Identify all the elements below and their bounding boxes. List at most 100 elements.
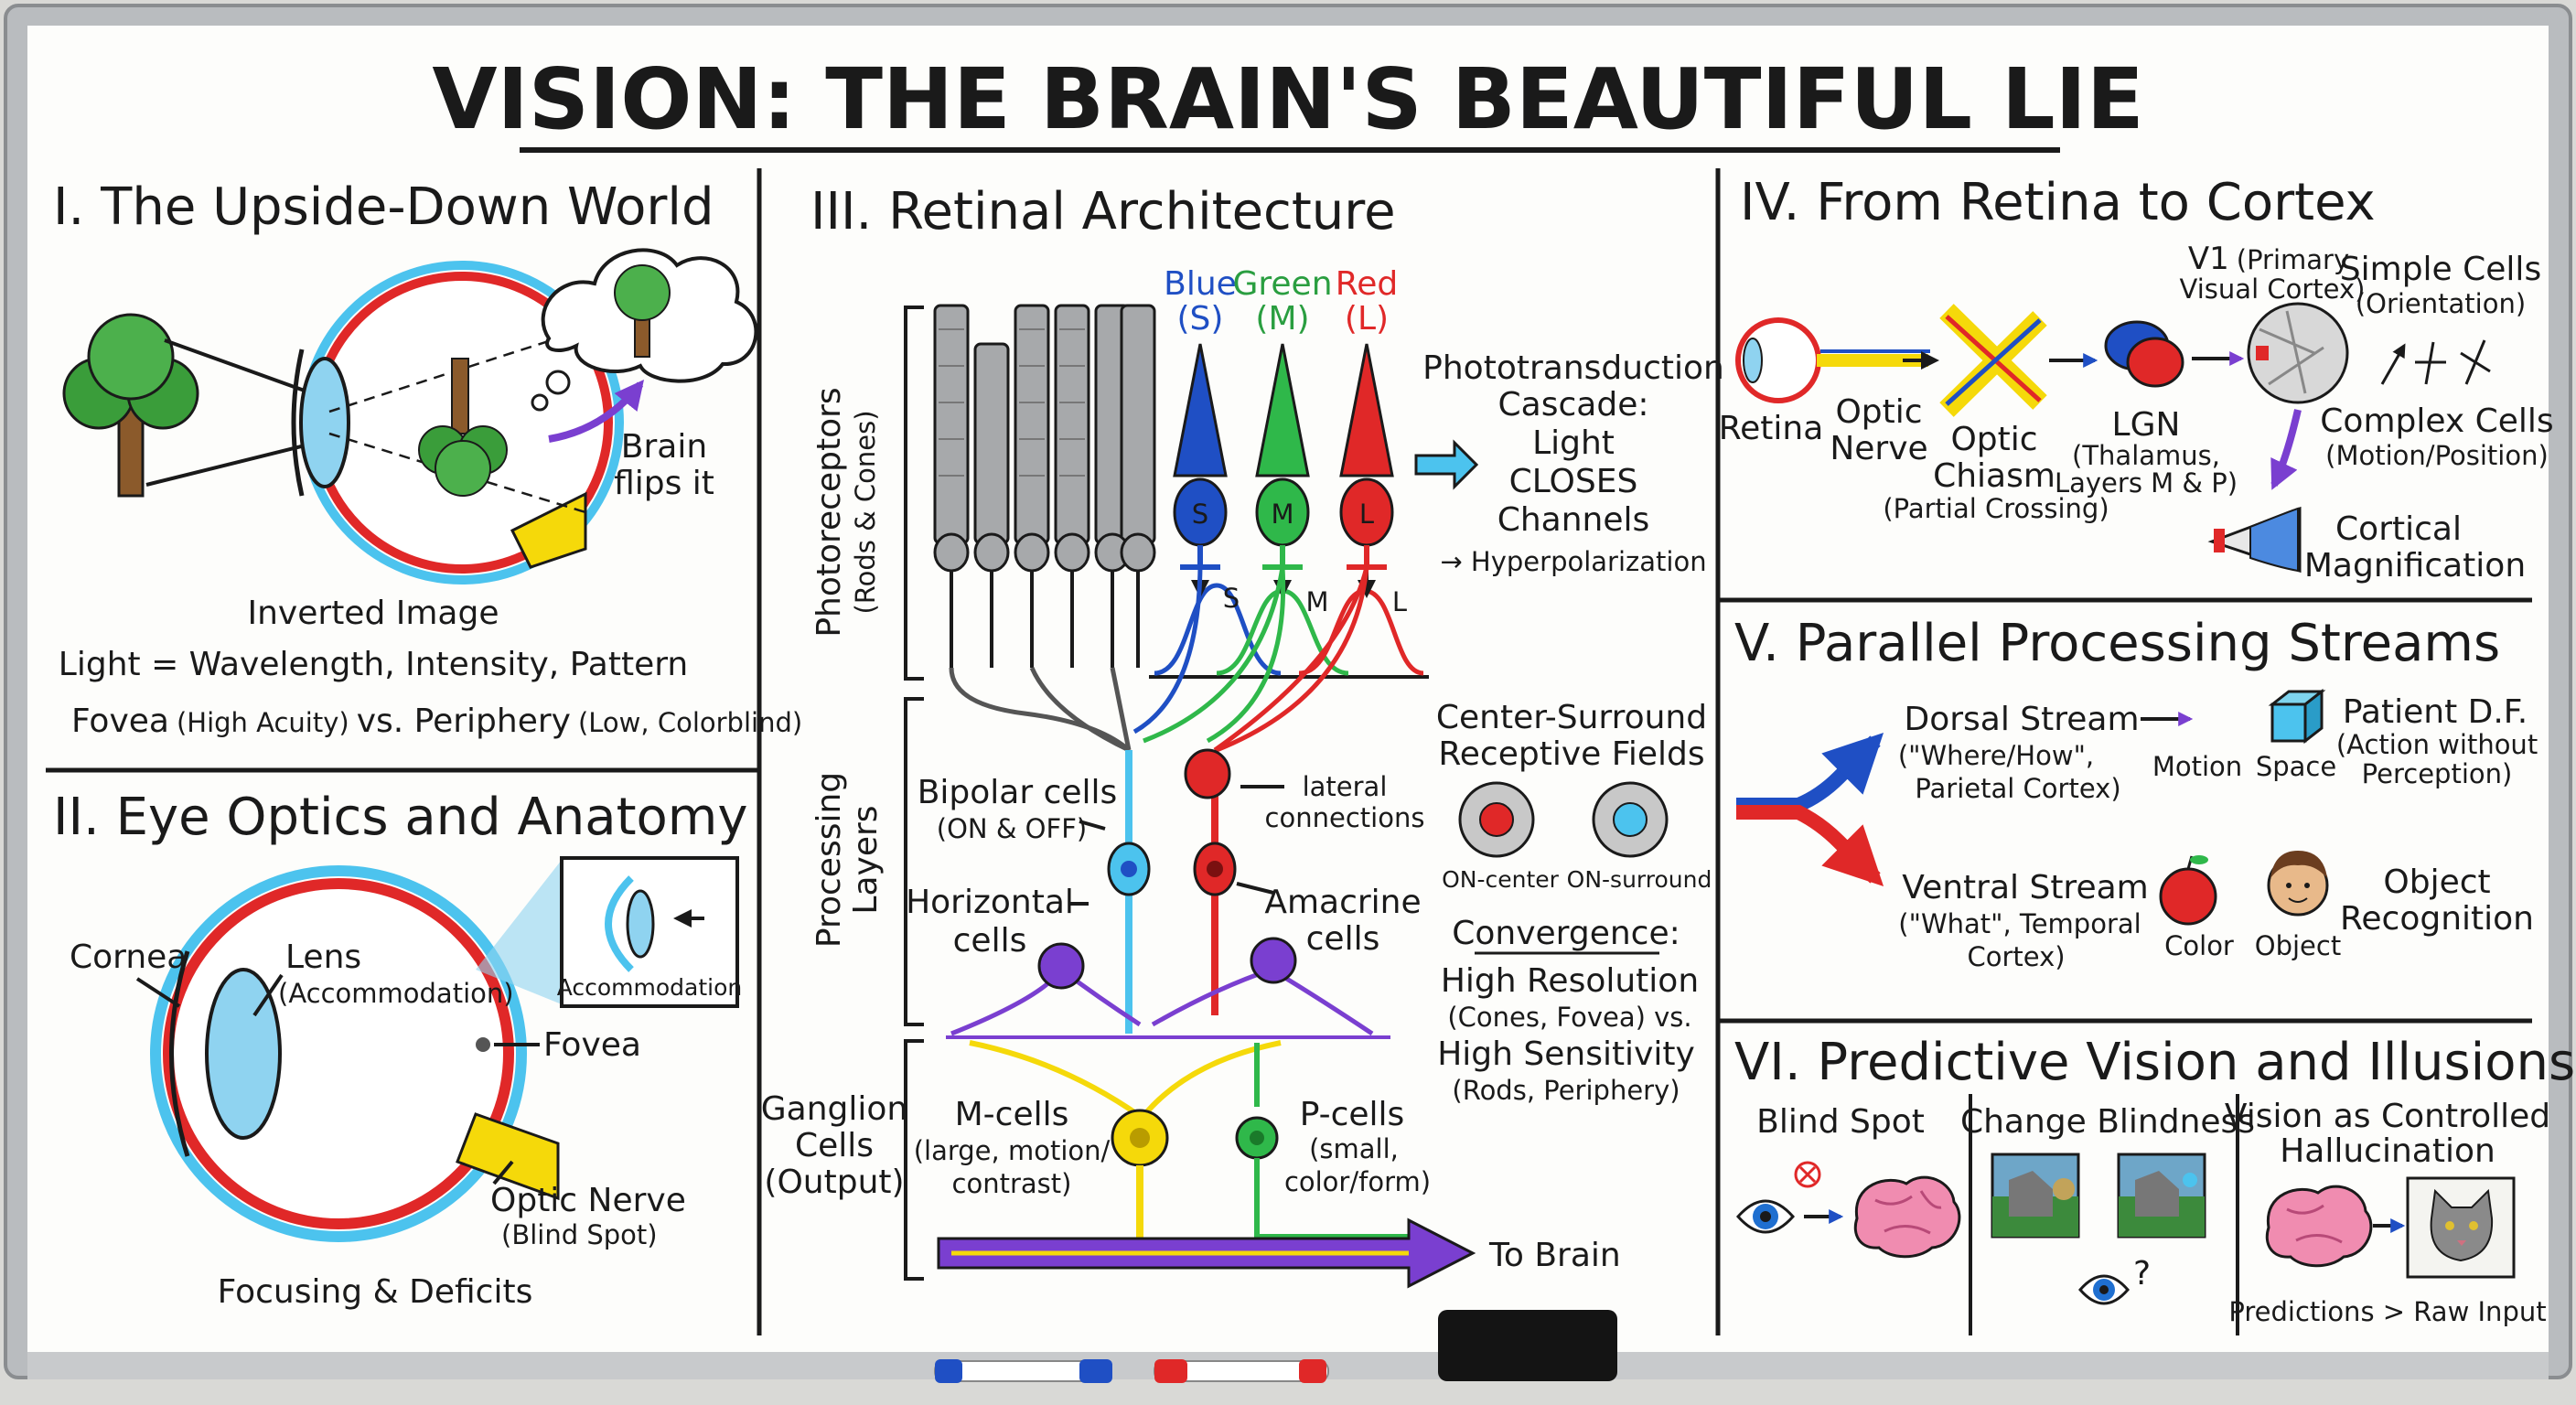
optic-nerve-label: Optic (1835, 393, 1922, 431)
retina-label: Retina (1719, 410, 1824, 447)
on-surround-label: ON-surround (1567, 866, 1712, 893)
lgn-sub-label-2: Layers M & P) (2055, 467, 2238, 499)
blue-marker (934, 1359, 1112, 1383)
p-cells-sub-1: (small, (1309, 1133, 1399, 1164)
blocked-icon (1794, 1161, 1821, 1188)
m-cells-sub-1: (large, motion/ (914, 1135, 1111, 1166)
patient-df-label: Patient D.F. (2343, 693, 2528, 731)
cone-red-name: Red (1336, 265, 1398, 303)
lateral-label: lateral (1303, 771, 1388, 802)
m-cells-label: M-cells (955, 1096, 1069, 1133)
ventral-stream-sub-2: Cortex) (1967, 941, 2065, 972)
section-footer: Focusing & Deficits (218, 1273, 533, 1311)
amacrine-cell (1250, 937, 1297, 984)
chiasm-sub-label: (Partial Crossing) (1883, 493, 2109, 524)
scene-a-image (1991, 1153, 2080, 1239)
horizontal-label-2: cells (953, 922, 1027, 960)
brain-flips-label-2: flips it (614, 465, 714, 502)
convergence-label: Convergence: (1452, 915, 1680, 952)
section-title: IV. From Retina to Cortex (1740, 173, 2376, 232)
cone-blue-name: Blue (1164, 265, 1237, 303)
ganglion-label-3: (Output) (764, 1164, 904, 1201)
curve-label-s: S (1223, 583, 1240, 614)
cat-image (2406, 1176, 2516, 1279)
to-brain-label: To Brain (1488, 1237, 1621, 1274)
stream-split-icon (1736, 732, 1884, 812)
lateral-cell (1184, 748, 1231, 799)
cascade-arrow (1414, 439, 1479, 490)
horizontal-cell (1037, 942, 1085, 990)
ganglion-label-2: Cells (795, 1127, 874, 1164)
center-surround-label-2: Receptive Fields (1438, 735, 1704, 773)
cascade-line-3: Light (1532, 424, 1615, 462)
section-title: I. The Upside-Down World (53, 177, 714, 237)
simple-cells-label: Simple Cells (2340, 251, 2541, 288)
section-title: VI. Predictive Vision and Illusions (1734, 1033, 2575, 1092)
scene-b-image (2117, 1153, 2206, 1239)
optic-chiasm-icon (1939, 304, 2047, 417)
space-label: Space (2256, 751, 2336, 782)
convergence-line-1: High Resolution (1441, 962, 1699, 1000)
on-surround-icon (1592, 781, 1669, 858)
simple-cells-sub: (Orientation) (2356, 288, 2526, 319)
orientation-icon (2380, 339, 2491, 385)
lgn-icon (2104, 320, 2184, 388)
amacrine-label: Amacrine (1264, 884, 1421, 921)
v1-sub-label: Visual Cortex) (2180, 273, 2366, 305)
cascade-line-5: Channels (1497, 501, 1650, 539)
curve-label-m: M (1305, 586, 1328, 617)
page-title: VISION: THE BRAIN'S BEAUTIFUL LIE (432, 50, 2143, 148)
section-retina-to-cortex: IV. From Retina to Cortex (1719, 173, 2554, 585)
optic-nerve-label: Optic Nerve (490, 1182, 686, 1219)
lgn-label: LGN (2112, 406, 2181, 444)
lens-label: Lens (285, 938, 361, 976)
dorsal-stream-sub-2: Parietal Cortex) (1915, 773, 2120, 804)
patient-df-sub-1: (Action without (2336, 729, 2538, 760)
p-cells-label: P-cells (1300, 1096, 1405, 1133)
apple-icon (2159, 855, 2217, 926)
dorsal-stream-label: Dorsal Stream (1904, 701, 2139, 738)
amacrine-label-2: cells (1306, 920, 1380, 958)
inverted-tree-icon (418, 358, 508, 497)
cortical-mag-label-2: Magnification (2304, 547, 2526, 585)
motion-label: Motion (2152, 751, 2242, 782)
eraser (1438, 1310, 1617, 1381)
eye-icon-2 (2078, 1274, 2130, 1305)
v1-label: V1(Primary (2188, 241, 2349, 277)
cone-l-letter: L (1359, 499, 1374, 530)
chiasm-label-2: Chiasm (1933, 457, 2055, 495)
m-cells-sub-2: contrast) (952, 1168, 1072, 1199)
brain-icon (1853, 1175, 1961, 1259)
photoreceptors-label: Photoreceptors(Rods & Cones) (810, 387, 881, 637)
section-parallel-streams: V. Parallel Processing Streams Dorsal St… (1734, 614, 2538, 972)
section-title: III. Retinal Architecture (810, 182, 1396, 241)
brain-flips-label: Brain (621, 428, 707, 466)
object-recognition-label-2: Recognition (2340, 900, 2534, 938)
lateral-label-2: connections (1265, 802, 1425, 833)
change-blindness-label: Change Blindness (1960, 1103, 2255, 1141)
red-marker (1154, 1359, 1329, 1383)
hallucination-label-2: Hallucination (2280, 1132, 2496, 1170)
cube-icon (2268, 688, 2326, 745)
rod-cells (933, 304, 1156, 668)
fovea-label: Fovea (543, 1026, 641, 1064)
cone-m-letter: M (1271, 499, 1293, 530)
horizontal-label: Horizontal (906, 884, 1074, 921)
cortical-mag-label: Cortical (2335, 510, 2462, 548)
dorsal-stream-sub-1: ("Where/How", (1898, 740, 2094, 771)
cascade-line-2: Cascade: (1498, 386, 1649, 424)
tree-icon (62, 313, 199, 498)
retina-eye-icon (1735, 317, 1821, 403)
cone-green-code: (M) (1255, 300, 1309, 338)
bipolar-sub-label: (ON & OFF) (937, 813, 1087, 844)
cone-s-icon (1173, 343, 1228, 570)
curve-label-l: L (1392, 586, 1407, 617)
bipolar-label: Bipolar cells (918, 774, 1118, 811)
cascade-line-1: Phototransduction (1422, 349, 1724, 387)
face-icon (2267, 851, 2329, 917)
ganglion-label: Ganglion (761, 1090, 907, 1128)
on-center-icon (1458, 781, 1535, 858)
optic-nerve-label-2: Nerve (1830, 430, 1927, 467)
blind-spot-label: (Blind Spot) (501, 1219, 658, 1250)
question-mark: ? (2133, 1255, 2151, 1292)
